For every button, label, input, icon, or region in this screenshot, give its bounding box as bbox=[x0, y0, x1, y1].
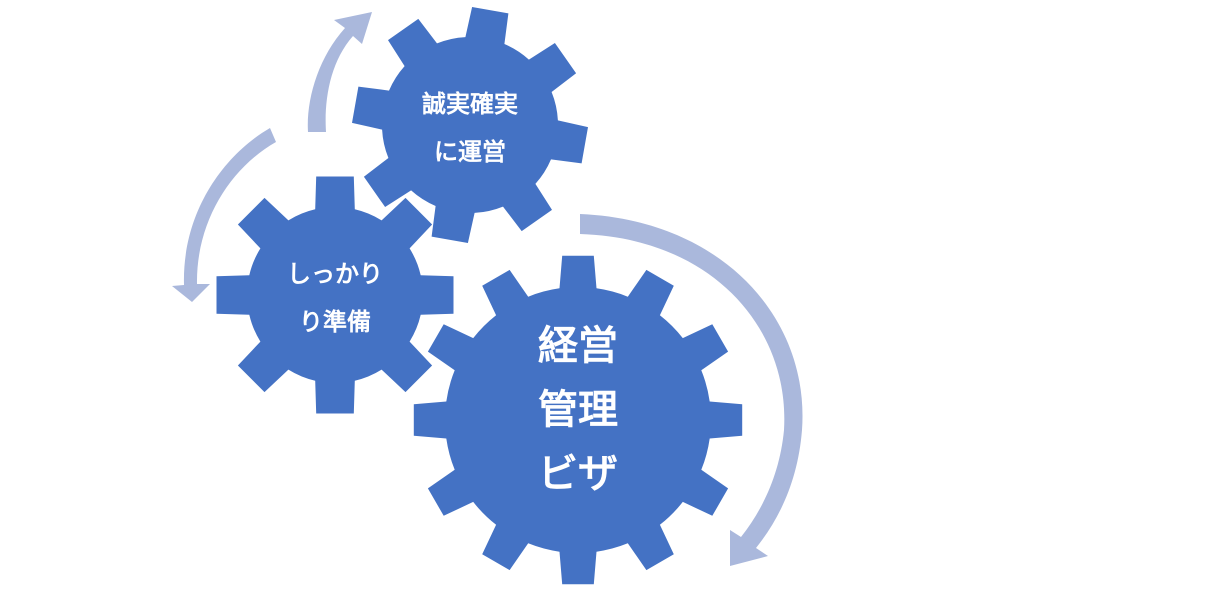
gear-label-line: り準備 bbox=[299, 308, 371, 336]
gear-label-line: 管理 bbox=[538, 387, 618, 433]
gear-label-preparation: しっかり り準備 bbox=[235, 250, 435, 346]
gear-label-line: しっかり bbox=[287, 260, 383, 288]
arrow-top-curve bbox=[307, 12, 372, 132]
gears bbox=[216, 7, 743, 585]
gear-label-line: に運営 bbox=[434, 138, 506, 166]
gear-label-line: ビザ bbox=[538, 451, 618, 497]
arrow-left-curve bbox=[172, 128, 276, 302]
arrow-right-curve bbox=[580, 214, 803, 566]
gear-integrity bbox=[352, 7, 588, 243]
gear-label-line: 誠実確実 bbox=[422, 90, 518, 118]
gear-preparation bbox=[216, 176, 454, 414]
gear-label-visa: 経営 管理 ビザ bbox=[478, 314, 678, 506]
gear-label-integrity: 誠実確実 に運営 bbox=[370, 80, 570, 176]
gear-visa bbox=[413, 255, 743, 585]
gear-label-line: 経営 bbox=[538, 323, 618, 369]
cycle-arrows bbox=[172, 12, 803, 566]
